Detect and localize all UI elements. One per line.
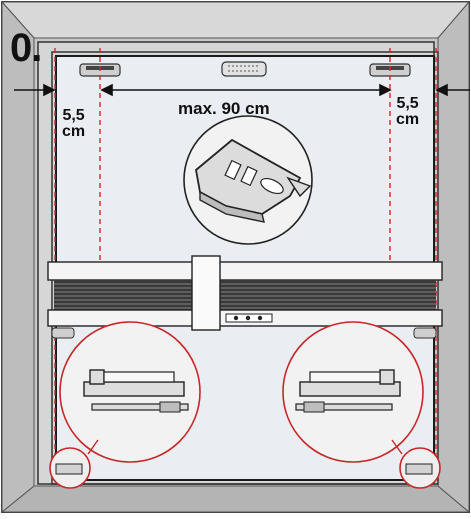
bracket-detail-magnifier xyxy=(183,115,313,245)
left-clip-magnifier xyxy=(59,321,201,463)
right-corner-callout xyxy=(391,439,441,489)
right-margin-value: 5,5 xyxy=(396,95,419,112)
blind-assembly xyxy=(47,255,443,339)
top-rail xyxy=(47,261,443,281)
right-clip-magnifier xyxy=(282,321,424,463)
left-margin-value: 5,5 xyxy=(62,107,85,124)
right-margin-label: 5,5 cm xyxy=(396,96,419,128)
center-top-bracket xyxy=(221,61,267,77)
dimension-arrows xyxy=(14,83,470,97)
center-handle xyxy=(191,255,221,331)
left-corner-callout xyxy=(49,439,99,489)
left-margin-unit: cm xyxy=(62,123,86,140)
step-number: 0. xyxy=(10,26,42,70)
right-margin-unit: cm xyxy=(396,111,420,128)
max-width-label: max. 90 cm xyxy=(178,99,270,118)
pleated-fabric xyxy=(54,280,436,310)
left-margin-label: 5,5 cm xyxy=(62,108,85,140)
